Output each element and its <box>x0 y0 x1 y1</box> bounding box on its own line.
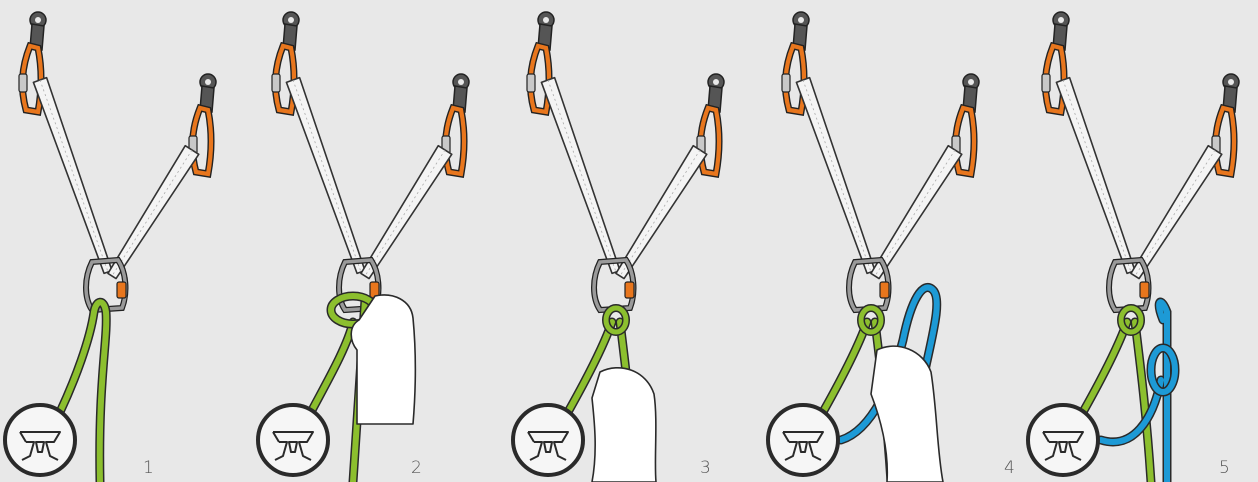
carabiner-left-gate <box>1042 74 1050 92</box>
carabiner-lock <box>880 282 889 298</box>
step-number-1: 1 <box>143 458 154 478</box>
sling-left <box>286 78 365 274</box>
panels-group <box>5 12 1239 482</box>
sling-right <box>871 146 962 279</box>
harness-icon <box>5 405 75 475</box>
sling-left <box>796 78 875 274</box>
anchor-hanger-icon-hole <box>968 79 974 85</box>
carabiner-left-gate <box>19 74 27 92</box>
anchor-hanger-icon-hole <box>458 79 464 85</box>
sling-right <box>108 146 199 279</box>
carabiner-left-gate <box>782 74 790 92</box>
step-number-4: 4 <box>1004 458 1015 478</box>
anchor-hanger-icon-hole <box>1058 17 1064 23</box>
step-panel-2 <box>258 12 469 482</box>
harness-icon <box>768 405 838 475</box>
anchor-hanger-icon-hole <box>288 17 294 23</box>
carabiner-lock <box>625 282 634 298</box>
harness-icon <box>1028 405 1098 475</box>
step-number-5: 5 <box>1219 458 1230 478</box>
anchor-hanger-icon-hole <box>798 17 804 23</box>
sling-right <box>1131 146 1222 279</box>
sling-left <box>1056 78 1135 274</box>
carabiner-left-gate <box>272 74 280 92</box>
step-panel-4 <box>768 12 979 482</box>
anchor-hanger-icon-hole <box>713 79 719 85</box>
carabiner-left-gate <box>527 74 535 92</box>
sling-right <box>616 146 707 279</box>
harness-icon <box>513 405 583 475</box>
carabiner-lock <box>1140 282 1149 298</box>
hand-icon <box>592 368 656 482</box>
step-panel-5 <box>1028 12 1239 482</box>
sling-right <box>361 146 452 279</box>
step-panel-1 <box>5 12 216 482</box>
anchor-hanger-icon-hole <box>35 17 41 23</box>
harness-icon <box>258 405 328 475</box>
sling-left <box>33 78 112 274</box>
step-number-2: 2 <box>411 458 422 478</box>
anchor-hanger-icon-hole <box>543 17 549 23</box>
carabiner-lock <box>117 282 126 298</box>
step-panel-3 <box>513 12 724 482</box>
anchor-hanger-icon-hole <box>205 79 211 85</box>
step-number-3: 3 <box>700 458 711 478</box>
anchor-hanger-icon-hole <box>1228 79 1234 85</box>
hand-icon <box>871 346 943 482</box>
sling-left <box>541 78 620 274</box>
